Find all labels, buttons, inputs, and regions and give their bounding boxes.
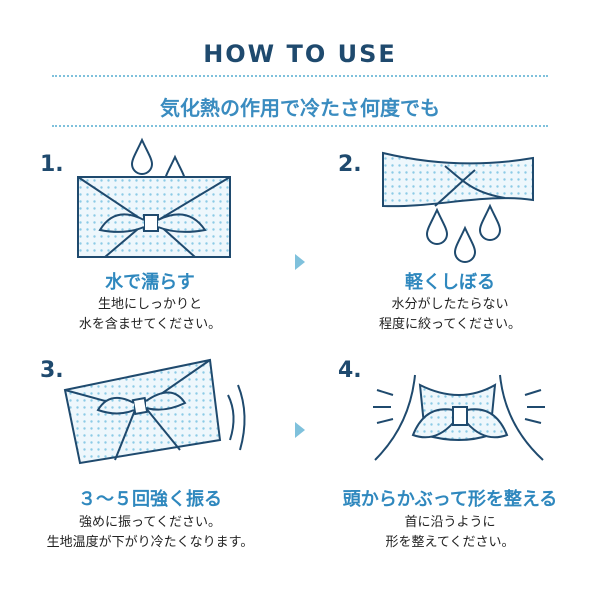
step-2-title: 軽くしぼる xyxy=(405,272,495,293)
chevron-right-icon xyxy=(295,254,305,270)
step-2-number: 2. xyxy=(338,152,362,177)
step-1-title: 水で濡らす xyxy=(105,272,195,293)
divider-bottom xyxy=(52,125,548,127)
wet-cloth-icon xyxy=(77,137,231,258)
step-1-desc: 生地にしっかりと 水を含ませてください。 xyxy=(0,295,300,335)
step-4-desc-line1: 首に沿うように xyxy=(404,515,496,530)
shake-cloth-icon xyxy=(63,358,246,465)
step-1-desc-line1: 生地にしっかりと xyxy=(97,297,202,312)
step-2-desc-line2: 程度に絞ってください。 xyxy=(379,317,521,332)
step-1-number: 1. xyxy=(40,152,64,177)
wear-scarf-icon xyxy=(373,374,545,461)
step-2-desc-line1: 水分がしたたらない xyxy=(391,297,509,312)
step-3-desc-line1: 強めに振ってください。 xyxy=(79,515,221,530)
chevron-right-icon xyxy=(295,422,305,438)
step-4-desc-line2: 形を整えてください。 xyxy=(385,535,515,550)
step-2-desc: 水分がしたたらない 程度に絞ってください。 xyxy=(300,295,600,335)
step-3-number: 3. xyxy=(40,358,64,383)
step-3-title: ３～５回強く振る xyxy=(78,489,222,510)
step-3-desc-line2: 生地温度が下がり冷たくなります。 xyxy=(46,535,254,550)
page-title: HOW TO USE xyxy=(203,40,397,68)
step-1-desc-line2: 水を含ませてください。 xyxy=(78,317,222,332)
step-4-desc: 首に沿うように 形を整えてください。 xyxy=(300,513,600,553)
step-4-title: 頭からかぶって形を整える xyxy=(342,489,558,510)
page-subtitle: 気化熱の作用で冷たさ何度でも xyxy=(160,96,440,120)
divider-top xyxy=(52,75,548,77)
step-3-desc: 強めに振ってください。 生地温度が下がり冷たくなります。 xyxy=(0,513,300,553)
step-4-number: 4. xyxy=(338,358,362,383)
wring-cloth-icon xyxy=(382,151,534,263)
